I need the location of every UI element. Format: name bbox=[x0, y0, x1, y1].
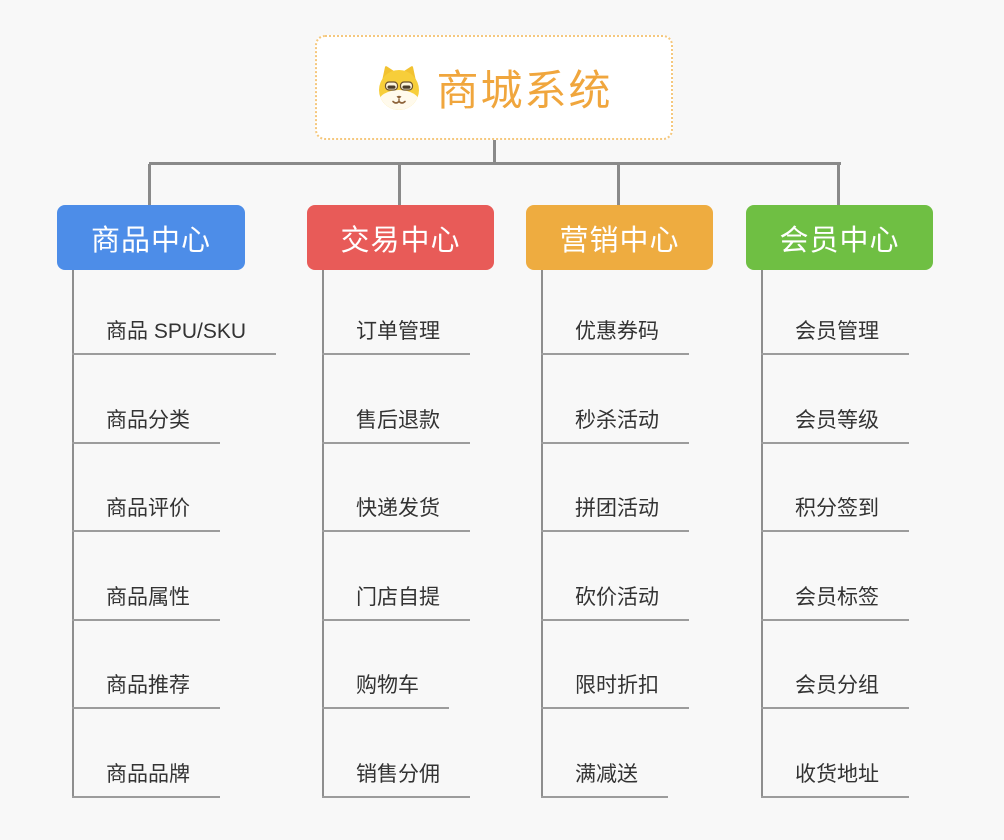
leaf-node[interactable]: 快递发货 bbox=[322, 492, 470, 532]
branch-label: 交易中心 bbox=[340, 224, 461, 257]
leaf-node[interactable]: 商品 SPU/SKU bbox=[72, 315, 277, 355]
leaf-node[interactable]: 销售分佣 bbox=[322, 758, 470, 798]
leaf-node[interactable]: 订单管理 bbox=[322, 315, 470, 355]
leaf-node[interactable]: 商品属性 bbox=[72, 581, 220, 621]
leaf-node[interactable]: 会员等级 bbox=[761, 404, 909, 444]
branch-node-product-center[interactable]: 商品中心 bbox=[57, 205, 245, 270]
leaf-node[interactable]: 售后退款 bbox=[322, 404, 470, 444]
root-node-label: 商城系统 bbox=[436, 67, 613, 114]
branch-drop-line bbox=[837, 164, 840, 206]
leaf-node[interactable]: 购物车 bbox=[322, 669, 449, 709]
leaf-node[interactable]: 砍价活动 bbox=[541, 581, 689, 621]
branch-drop-line bbox=[148, 164, 151, 206]
leaf-node[interactable]: 商品推荐 bbox=[72, 669, 220, 709]
branch-node-member-center[interactable]: 会员中心 bbox=[746, 205, 933, 270]
leaf-node[interactable]: 门店自提 bbox=[322, 581, 470, 621]
leaf-node[interactable]: 会员标签 bbox=[761, 581, 909, 621]
leaf-node[interactable]: 满减送 bbox=[541, 758, 668, 798]
branch-drop-line bbox=[617, 164, 620, 206]
branch-node-marketing-center[interactable]: 营销中心 bbox=[526, 205, 713, 270]
leaf-node[interactable]: 拼团活动 bbox=[541, 492, 689, 532]
branch-bus-line bbox=[149, 162, 841, 165]
branch-node-trade-center[interactable]: 交易中心 bbox=[307, 205, 494, 270]
leaf-node[interactable]: 商品分类 bbox=[72, 404, 220, 444]
leaf-node[interactable]: 优惠券码 bbox=[541, 315, 689, 355]
branch-trunk-line bbox=[761, 270, 763, 798]
branch-label: 营销中心 bbox=[559, 224, 680, 257]
branch-trunk-line bbox=[541, 270, 543, 798]
branch-label: 会员中心 bbox=[779, 224, 900, 257]
branch-trunk-line bbox=[322, 270, 324, 798]
leaf-node[interactable]: 秒杀活动 bbox=[541, 404, 689, 444]
leaf-node[interactable]: 会员管理 bbox=[761, 315, 909, 355]
dog-face-icon bbox=[375, 64, 423, 112]
leaf-node[interactable]: 商品品牌 bbox=[72, 758, 220, 798]
leaf-node[interactable]: 收货地址 bbox=[761, 758, 909, 798]
branch-drop-line bbox=[398, 164, 401, 206]
leaf-node[interactable]: 限时折扣 bbox=[541, 669, 689, 709]
leaf-node[interactable]: 会员分组 bbox=[761, 669, 909, 709]
root-node[interactable]: 商城系统 bbox=[315, 35, 673, 140]
leaf-node[interactable]: 积分签到 bbox=[761, 492, 909, 532]
branch-trunk-line bbox=[72, 270, 74, 798]
leaf-node[interactable]: 商品评价 bbox=[72, 492, 220, 532]
root-stem-line bbox=[493, 140, 496, 164]
branch-label: 商品中心 bbox=[90, 224, 211, 257]
